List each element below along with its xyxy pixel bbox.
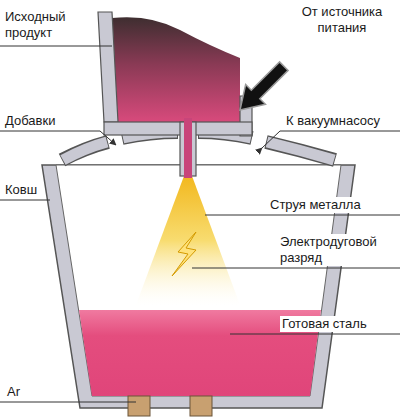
arc-discharge-symbol — [172, 232, 196, 276]
argon-plug — [128, 396, 150, 416]
leader-lines — [0, 46, 400, 402]
vacuum-label: К вакуумнасосу — [284, 113, 382, 129]
source-label: Исходный продукт — [3, 9, 97, 41]
arc-label: Электродуговой разряд — [278, 234, 398, 266]
jet-label: Струя металла — [268, 197, 363, 213]
power-arrow — [230, 56, 294, 120]
vessel-wall — [98, 12, 118, 122]
vessel-bottom — [104, 122, 252, 135]
metal-jet — [136, 176, 240, 305]
nozzle-stream — [184, 118, 192, 178]
vacuum-lid — [62, 132, 335, 160]
argon-plug — [190, 396, 212, 416]
steel-label: Готовая сталь — [280, 316, 369, 332]
additions-label: Добавки — [3, 113, 57, 129]
argon-label: Ar — [5, 384, 22, 400]
power-label: От источника питания — [286, 4, 398, 36]
source-melt — [112, 17, 240, 122]
ladle-label: Ковш — [3, 182, 39, 198]
